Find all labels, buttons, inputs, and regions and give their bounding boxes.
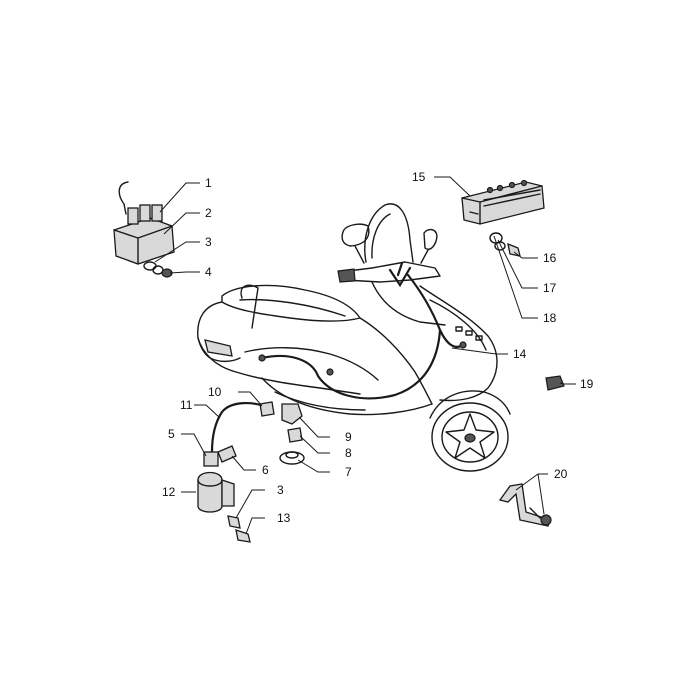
underbody [261,377,433,416]
harness-connector [459,341,467,349]
callout-11: 11 [180,398,193,412]
screw-head [540,514,552,526]
rubber-clip [545,375,565,391]
indicator-light [465,330,473,336]
regulator-terminal [139,204,151,222]
battery-group [461,179,545,257]
regulator-terminal [151,204,163,222]
coil-cap [203,451,219,467]
washer [143,261,157,271]
front-wheel [429,390,511,472]
callout-6: 6 [262,463,269,477]
indicator-light [455,326,463,332]
callout-4: 4 [205,265,212,279]
coil-screw [235,529,251,543]
callout-2: 2 [205,206,212,220]
grommet [287,427,303,443]
callout-16: 16 [543,251,557,265]
front-panel [429,299,487,351]
right-mirror [423,228,438,250]
callout-5: 5 [168,427,175,441]
right-mirror-stem [420,249,429,264]
bracket-group [498,483,552,527]
rubber-boot-inner [285,451,299,459]
callout-7: 7 [345,465,352,479]
spark-plug-cap [281,403,303,425]
left-mirror [341,223,370,247]
indicator-light [475,335,483,341]
callout-3: 3 [205,235,212,249]
callout-19: 19 [580,377,594,391]
windshield [364,203,414,263]
main-wiring-harness [260,273,465,400]
callout-12: 12 [162,485,176,499]
cap-connector [259,401,275,417]
grab-handle [240,284,259,329]
callout-labels: 1 2 3 4 15 16 17 18 14 19 10 11 9 8 7 5 … [162,170,594,525]
callout-1: 1 [205,176,212,190]
cable-clip [217,445,237,463]
front-shield [419,285,498,402]
coil-bolt [227,515,241,529]
seat-seam [239,298,346,317]
screw [529,507,541,519]
headset [371,281,446,326]
callout-8: 8 [345,446,352,460]
ignition-coil [197,471,223,513]
callout-10: 10 [208,385,222,399]
harness-branch [388,261,412,288]
scooter-illustration [197,203,498,416]
tail-light [204,339,233,357]
side-panel [244,347,379,381]
harness-connector [258,354,266,362]
callout-20: 20 [554,467,568,481]
windshield-inner [371,213,391,259]
regulator-terminal [127,207,139,225]
handlebar [339,261,441,283]
rear-body [197,301,361,395]
battery-bolt [507,242,521,257]
ignition-coil-group [197,401,305,543]
left-mirror-stem [354,245,365,264]
callout-14: 14 [513,347,527,361]
washer [494,241,506,251]
callout-13: 13 [277,511,291,525]
high-tension-lead [210,402,272,454]
regulator-wire [118,181,129,215]
callout-15: 15 [412,170,426,184]
callout-3b: 3 [277,483,284,497]
floorboard [359,317,433,405]
harness-connector [326,368,334,376]
voltage-regulator-group [113,181,175,278]
tail-section [197,337,241,363]
leader-lines [154,176,576,535]
lower-skirt [274,391,366,411]
callout-17: 17 [543,281,557,295]
voltage-regulator [113,217,175,265]
left-grip [337,268,356,283]
callout-18: 18 [543,311,557,325]
front-fender [429,390,511,419]
callout-9: 9 [345,430,352,444]
